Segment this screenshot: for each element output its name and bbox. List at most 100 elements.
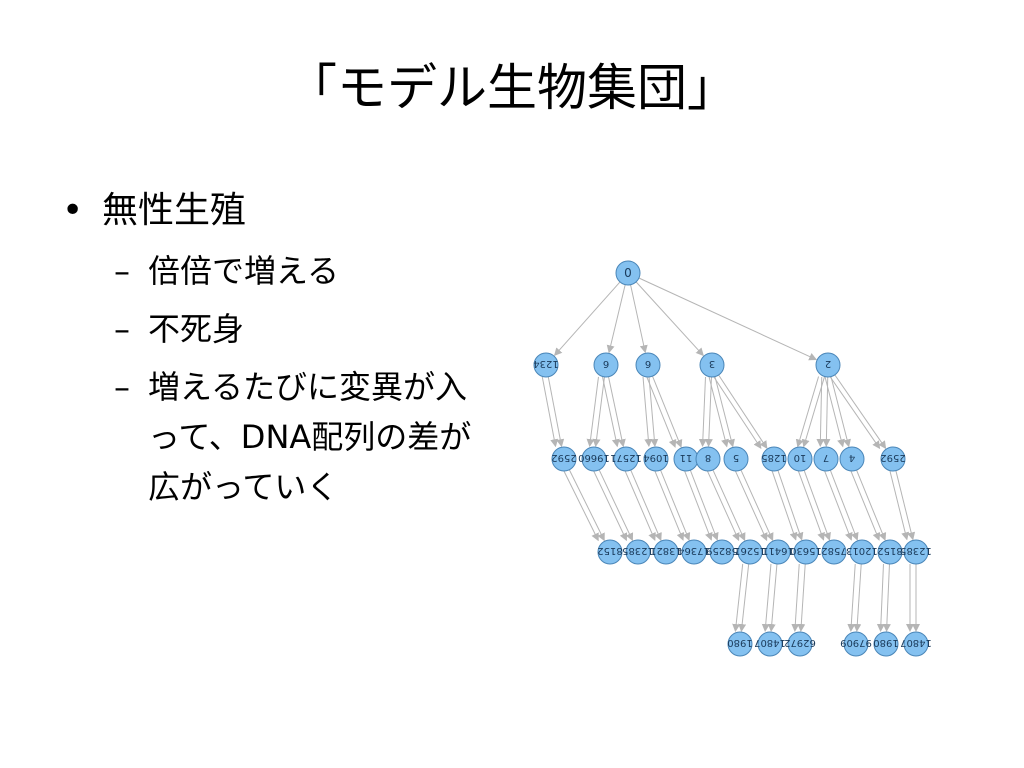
tree-node-circle [625, 539, 651, 565]
tree-node-label: 14807 [754, 637, 786, 648]
tree-edge [823, 470, 853, 541]
tree-node-label: 1234 [533, 358, 558, 369]
tree-node-circle [873, 631, 899, 657]
tree-node-circle [787, 446, 813, 472]
sub-bullet-list: – 倍倍で増える – 不死身 – 増えるたびに変異が入って、DNA配列の差が広が… [60, 246, 480, 512]
tree-node: 12385 [622, 539, 654, 565]
tree-node-label: 97909 [840, 637, 872, 648]
tree-node: 8152 [877, 539, 903, 565]
tree-edge [652, 375, 683, 448]
tree-node-circle [849, 539, 875, 565]
tree-edge [712, 374, 762, 449]
tree-node: 1285 [761, 446, 787, 472]
tree-node: 12571 [610, 446, 642, 472]
tree-node-label: 15261 [734, 545, 766, 556]
tree-node-circle [597, 539, 623, 565]
tree-node-label: 14807 [900, 637, 932, 648]
tree-node-circle [877, 539, 903, 565]
tree-node-label: 7582 [821, 545, 846, 556]
tree-edge [689, 470, 719, 541]
tree-node: 2 [815, 352, 841, 378]
tree-node: 8 [695, 446, 721, 472]
tree-node: 2592 [551, 446, 577, 472]
tree-node-label: 15630 [790, 545, 822, 556]
tree-edge [830, 376, 851, 448]
tree-node: 1980 [727, 631, 753, 657]
tree-edge [767, 563, 778, 633]
tree-node: 97909 [840, 631, 872, 657]
tree-node: 7582 [821, 539, 847, 565]
tree-edge [586, 376, 599, 448]
tree-edge [624, 469, 656, 541]
sub-bullet-marker: – [114, 310, 130, 348]
tree-node: 12013 [846, 539, 878, 565]
tree-edge [738, 563, 750, 633]
tree-edge [602, 376, 620, 448]
tree-edge [816, 376, 825, 448]
tree-edge [797, 470, 825, 541]
tree-edge [714, 376, 735, 448]
tree-node-label: 11 [680, 452, 693, 463]
tree-edge [761, 563, 772, 633]
tree-node: 8152 [597, 539, 623, 565]
tree-edge [791, 563, 800, 633]
tree-node-label: 0 [624, 266, 632, 280]
tree-edge [638, 277, 818, 361]
tree-edge [562, 469, 599, 542]
tree-node-label: 8152 [877, 545, 902, 556]
tree-edge [648, 376, 659, 448]
tree-edge [734, 469, 768, 542]
tree-node-circle [793, 539, 819, 565]
tree-edge [592, 376, 605, 448]
tree-node: 62972 [784, 631, 816, 657]
tree-node-label: 12013 [846, 545, 878, 556]
tree-node-label: 1094 [643, 452, 668, 463]
tree-edge [683, 470, 713, 541]
tree-node-circle [761, 446, 787, 472]
tree-edge [740, 469, 774, 542]
tree-node-label: 62972 [784, 637, 816, 648]
tree-node-label: 8 [705, 452, 711, 463]
tree-edge [895, 470, 916, 541]
tree-node-label: 16411 [762, 545, 794, 556]
tree-edge [646, 375, 677, 448]
tree-edge [598, 469, 634, 542]
tree-node-circle [681, 539, 707, 565]
tree-node-circle [839, 446, 865, 472]
tree-node-label: 1285 [761, 452, 786, 463]
tree-edge [824, 376, 845, 448]
tree-edge [828, 374, 881, 450]
sub-bullet-item: – 不死身 [60, 304, 480, 354]
tree-edge [606, 284, 626, 354]
tree-node-label: 12385 [900, 545, 932, 556]
tree-node: 1094 [643, 446, 669, 472]
bullet-item: • 無性生殖 [60, 188, 480, 234]
tree-edge [630, 469, 662, 541]
tree-node-circle [815, 352, 841, 378]
tree-node: 17364 [678, 539, 710, 565]
tree-node: 58259 [706, 539, 738, 565]
tree-node-label: 4 [849, 452, 855, 463]
tree-node: 15630 [790, 539, 822, 565]
tree-node-label: 2592 [551, 452, 576, 463]
tree-node-label: 58259 [706, 545, 738, 556]
tree-node-label: 1980 [873, 637, 898, 648]
tree-node-label: 1980 [727, 637, 752, 648]
tree-node-label: 2592 [880, 452, 905, 463]
tree-node-label: 13821 [650, 545, 682, 556]
tree-edge [795, 376, 820, 448]
tree-edge [568, 469, 605, 542]
tree-node-circle [821, 539, 847, 565]
tree-edges [541, 277, 920, 633]
tree-node-circle [699, 352, 725, 378]
tree-edge [847, 563, 856, 633]
tree-node-circle [723, 446, 749, 472]
tree-edge [732, 563, 744, 633]
tree-node-circle [695, 446, 721, 472]
bullet-list: • 無性生殖 – 倍倍で増える – 不死身 – 増えるたびに変異が入って、DNA… [60, 188, 480, 520]
tree-node-circle [787, 631, 813, 657]
sub-bullet-text: 倍倍で増える [148, 252, 340, 290]
tree-edge [834, 374, 887, 450]
